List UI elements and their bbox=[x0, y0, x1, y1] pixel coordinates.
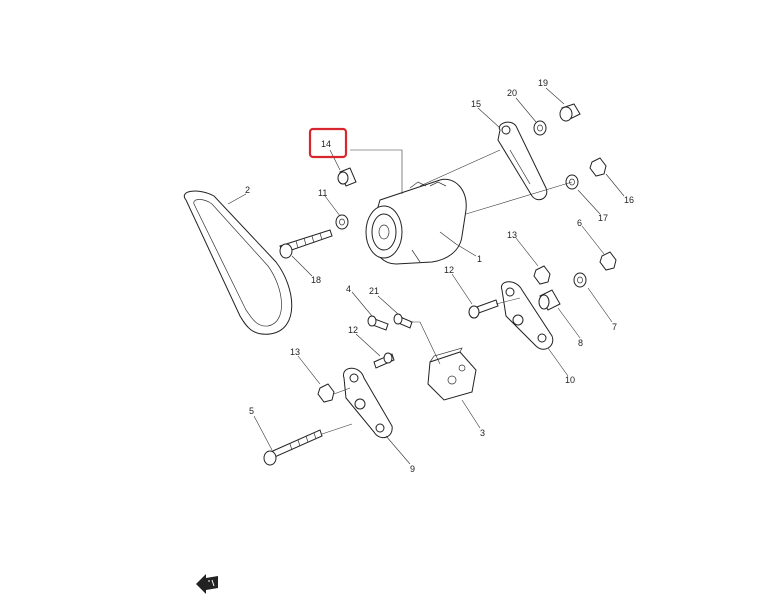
assembly-centerlines bbox=[321, 149, 573, 435]
highlight-box bbox=[308, 127, 348, 159]
callout-12-right: 12 bbox=[444, 265, 454, 275]
front-arrow-icon bbox=[196, 574, 218, 594]
washer-20[interactable] bbox=[533, 120, 547, 136]
callout-12-left: 12 bbox=[348, 325, 358, 335]
bolt-18[interactable] bbox=[279, 229, 333, 259]
callout-16: 16 bbox=[624, 195, 634, 205]
callout-3: 3 bbox=[480, 428, 485, 438]
bracket-10[interactable] bbox=[500, 281, 554, 350]
bolt-21[interactable] bbox=[393, 313, 413, 329]
nut-16[interactable] bbox=[589, 157, 607, 177]
compressor[interactable] bbox=[365, 178, 467, 265]
callout-9: 9 bbox=[410, 464, 415, 474]
callout-13-upper: 13 bbox=[507, 230, 517, 240]
spacer-sleeve[interactable] bbox=[337, 167, 357, 187]
callout-11: 11 bbox=[318, 188, 327, 198]
callout-17: 17 bbox=[598, 213, 608, 223]
callout-8: 8 bbox=[578, 338, 583, 348]
callout-18: 18 bbox=[311, 275, 321, 285]
callout-labels: 1 2 3 4 5 6 7 8 9 10 11 12 12 13 13 14 1… bbox=[245, 78, 634, 474]
callout-7: 7 bbox=[612, 322, 617, 332]
callout-21: 21 bbox=[369, 286, 379, 296]
nut-13-lower[interactable] bbox=[317, 383, 335, 403]
nut-19[interactable] bbox=[559, 103, 581, 122]
bolt-5[interactable] bbox=[263, 429, 323, 466]
callout-13-lower: 13 bbox=[290, 347, 300, 357]
drive-belt[interactable] bbox=[183, 190, 293, 335]
callout-20: 20 bbox=[507, 88, 517, 98]
callout-10: 10 bbox=[565, 375, 575, 385]
callout-4: 4 bbox=[346, 284, 351, 294]
bolt-4[interactable] bbox=[367, 315, 389, 331]
callout-15: 15 bbox=[471, 99, 481, 109]
tensioner-block[interactable] bbox=[427, 347, 477, 401]
bolt-12-left[interactable] bbox=[373, 352, 395, 369]
callout-14: 14 bbox=[321, 139, 331, 149]
callout-1: 1 bbox=[477, 254, 482, 264]
callout-6: 6 bbox=[577, 218, 582, 228]
leader-lines bbox=[227, 87, 625, 465]
callout-5: 5 bbox=[249, 406, 254, 416]
nut-13-upper[interactable] bbox=[533, 265, 551, 285]
bolt-12-right[interactable] bbox=[468, 299, 499, 319]
washer-7[interactable] bbox=[573, 272, 587, 288]
spacer-8[interactable] bbox=[538, 289, 561, 311]
callout-19: 19 bbox=[538, 78, 548, 88]
bracket-9[interactable] bbox=[343, 367, 393, 439]
bracket-15[interactable] bbox=[497, 121, 548, 201]
callout-2: 2 bbox=[245, 185, 250, 195]
washer-11[interactable] bbox=[335, 214, 349, 230]
nut-6[interactable] bbox=[599, 251, 617, 271]
